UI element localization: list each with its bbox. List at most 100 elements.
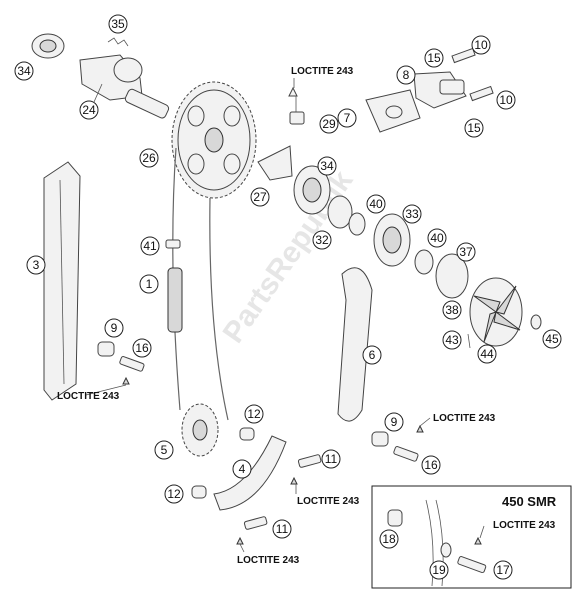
callout-34: 34	[317, 156, 337, 176]
svg-text:6: 6	[369, 348, 376, 362]
callout-35: 35	[108, 14, 128, 34]
ring-40-a	[348, 212, 366, 236]
bolt-29	[288, 86, 305, 125]
callout-41: 41	[140, 236, 160, 256]
svg-text:34: 34	[17, 64, 31, 78]
loctite-label: LOCTITE 243	[237, 555, 300, 566]
tensioner-8	[413, 71, 467, 109]
svg-text:4: 4	[239, 462, 246, 476]
bolt-10-b	[469, 85, 494, 102]
washer-32	[327, 195, 353, 229]
watermark-text: PartsRepublik	[217, 165, 360, 349]
callout-32: 32	[312, 230, 332, 250]
inset-box-450-smr: 450 SMR	[371, 485, 572, 589]
svg-text:16: 16	[424, 458, 438, 472]
svg-text:19: 19	[432, 563, 446, 577]
callout-10: 10	[496, 90, 516, 110]
svg-text:9: 9	[111, 321, 118, 335]
ring-40-b	[414, 249, 434, 275]
timing-chain-1	[167, 147, 229, 421]
inset-title: 450 SMR	[502, 494, 557, 509]
callout-7: 7	[337, 108, 357, 128]
sleeve-9-right	[371, 431, 389, 447]
callout-4: 4	[232, 459, 252, 479]
callout-43: 43	[442, 330, 462, 350]
svg-text:5: 5	[161, 443, 168, 457]
callout-16: 16	[132, 338, 152, 358]
callout-3: 3	[26, 255, 46, 275]
callout-44: 44	[477, 344, 497, 364]
svg-text:33: 33	[405, 207, 419, 221]
svg-text:35: 35	[111, 17, 125, 31]
sleeve-12-bottom	[191, 485, 207, 499]
svg-text:27: 27	[253, 190, 267, 204]
svg-text:10: 10	[499, 93, 513, 107]
loctite-label: LOCTITE 243	[297, 496, 360, 507]
gasket-7	[365, 89, 421, 133]
callout-1: 1	[139, 274, 159, 294]
svg-text:45: 45	[545, 332, 559, 346]
callout-40: 40	[366, 194, 386, 214]
svg-text:43: 43	[445, 333, 459, 347]
svg-text:24: 24	[82, 103, 96, 117]
chain-guide-6	[337, 267, 373, 422]
impeller-44	[469, 277, 523, 347]
svg-text:15: 15	[427, 51, 441, 65]
svg-text:8: 8	[403, 68, 410, 82]
callout-5: 5	[154, 440, 174, 460]
svg-text:18: 18	[382, 532, 396, 546]
svg-text:11: 11	[276, 522, 289, 536]
bearing-34-middle	[293, 165, 331, 215]
svg-text:12: 12	[247, 407, 261, 421]
callout-26: 26	[139, 148, 159, 168]
loctite-droplets	[122, 376, 482, 545]
svg-text:7: 7	[344, 111, 351, 125]
chain-guide-3	[43, 161, 81, 401]
spring-35	[107, 37, 129, 47]
callout-29: 29	[319, 114, 339, 134]
callout-18: 18	[379, 529, 399, 549]
svg-text:38: 38	[445, 303, 459, 317]
svg-text:17: 17	[496, 563, 510, 577]
callout-12: 12	[164, 484, 184, 504]
bolt-10-a	[451, 47, 476, 64]
oring-37	[435, 253, 469, 299]
svg-text:29: 29	[322, 117, 336, 131]
callout-34: 34	[14, 61, 34, 81]
svg-text:9: 9	[391, 415, 398, 429]
svg-text:1: 1	[146, 277, 153, 291]
svg-text:34: 34	[320, 159, 334, 173]
loctite-label: LOCTITE 243	[433, 413, 496, 424]
callout-6: 6	[362, 345, 382, 365]
loctite-label: LOCTITE 243	[291, 66, 354, 77]
sleeve-9-left	[97, 341, 115, 357]
svg-text:15: 15	[467, 121, 481, 135]
loctite-label: LOCTITE 243	[57, 391, 120, 402]
svg-text:26: 26	[142, 151, 156, 165]
svg-text:40: 40	[369, 197, 383, 211]
callout-9: 9	[384, 412, 404, 432]
gear-33	[373, 213, 411, 267]
sleeve-12-top	[239, 427, 255, 441]
link-41	[165, 239, 181, 249]
callout-37: 37	[456, 242, 476, 262]
callout-15: 15	[464, 118, 484, 138]
bolt-11-right	[297, 454, 322, 468]
callout-15: 15	[424, 48, 444, 68]
callout-24: 24	[79, 100, 99, 120]
callout-9: 9	[104, 318, 124, 338]
callout-33: 33	[402, 204, 422, 224]
camshaft-24	[79, 54, 170, 119]
washer-45	[530, 314, 542, 330]
svg-text:10: 10	[474, 38, 488, 52]
callout-11: 11	[321, 449, 341, 469]
svg-text:32: 32	[315, 233, 329, 247]
callout-16: 16	[421, 455, 441, 475]
bolt-11-bottom	[243, 516, 268, 530]
callout-38: 38	[442, 300, 462, 320]
svg-text:16: 16	[135, 341, 149, 355]
bolt-16-left	[119, 356, 145, 372]
svg-text:41: 41	[143, 239, 157, 253]
svg-text:3: 3	[33, 258, 40, 272]
